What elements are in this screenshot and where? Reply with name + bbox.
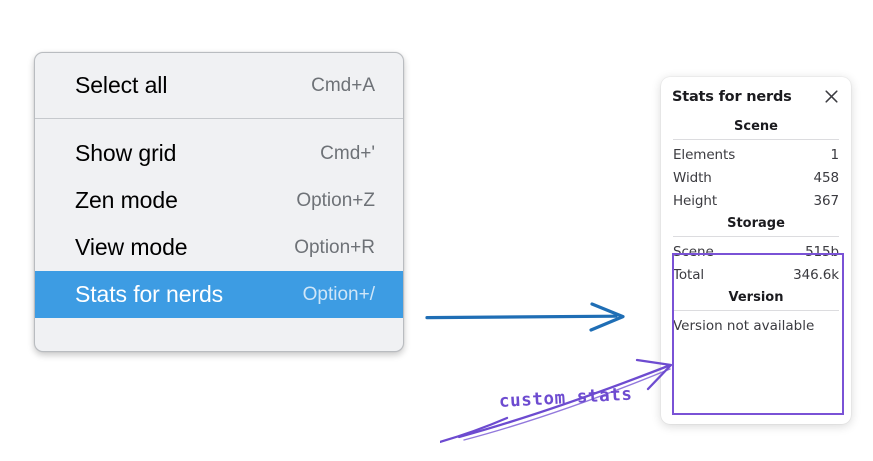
menu-item-label: Zen mode	[75, 187, 178, 213]
stats-panel-header: Stats for nerds	[672, 88, 840, 105]
blue-connector-arrow	[425, 302, 625, 332]
menu-item-stats-for-nerds[interactable]: Stats for nerds Option+/	[35, 271, 403, 318]
menu-group-2: Show grid Cmd+' Zen mode Option+Z View m…	[35, 119, 403, 338]
section-rule	[673, 139, 839, 140]
stats-row-key: Width	[673, 169, 712, 186]
stats-section-version: Version Version not available	[672, 286, 840, 338]
menu-item-select-all[interactable]: Select all Cmd+A	[35, 62, 403, 109]
stats-row-key: Scene	[673, 243, 714, 260]
section-heading-storage: Storage	[727, 216, 785, 231]
menu-item-shortcut: Cmd+'	[320, 142, 375, 164]
version-value: Version not available	[673, 318, 815, 334]
section-heading-version: Version	[728, 290, 784, 305]
menu-item-view-mode[interactable]: View mode Option+R	[35, 224, 403, 271]
annotation-label-custom-stats: custom stats	[498, 384, 633, 412]
stats-row-value: 367	[813, 192, 840, 209]
stats-row-key: Total	[673, 266, 705, 283]
menu-item-label: View mode	[75, 234, 188, 260]
menu-item-shortcut: Cmd+A	[311, 74, 375, 96]
menu-item-shortcut: Option+R	[294, 236, 375, 258]
menu-item-zen-mode[interactable]: Zen mode Option+Z	[35, 177, 403, 224]
stats-row-value: 346.6k	[793, 266, 839, 283]
stats-row-value: 458	[813, 169, 840, 186]
menu-item-show-grid[interactable]: Show grid Cmd+'	[35, 130, 403, 177]
section-rule	[673, 310, 839, 311]
stats-row-storage-total: Total 346.6k	[672, 263, 840, 286]
menu-item-label: Show grid	[75, 140, 177, 166]
stats-row-width: Width 458	[672, 166, 840, 189]
menu-footer-spacer	[35, 318, 403, 338]
stats-row-value: 1	[830, 146, 840, 163]
menu-item-shortcut: Option+Z	[296, 189, 375, 211]
menu-separator	[35, 118, 403, 119]
stats-row-value: 515b	[805, 243, 839, 260]
menu-item-label: Select all	[75, 72, 168, 98]
stats-row-key: Elements	[673, 146, 736, 163]
stats-panel-title: Stats for nerds	[672, 88, 792, 105]
section-rule	[673, 236, 839, 237]
stats-row-storage-scene: Scene 515b	[672, 240, 840, 263]
context-menu: Select all Cmd+A Show grid Cmd+' Zen mod…	[34, 52, 404, 352]
stats-panel-inner: Stats for nerds Scene Elements 1 Width 4…	[661, 77, 851, 338]
section-heading-scene: Scene	[734, 119, 778, 134]
menu-item-shortcut: Option+/	[302, 283, 375, 305]
stats-section-storage: Storage Scene 515b Total 346.6k	[672, 212, 840, 286]
close-icon[interactable]	[823, 88, 840, 105]
stats-row-elements: Elements 1	[672, 143, 840, 166]
stats-for-nerds-panel: Stats for nerds Scene Elements 1 Width 4…	[661, 77, 851, 424]
stats-row-key: Height	[673, 192, 718, 209]
menu-group-1: Select all Cmd+A	[35, 53, 403, 118]
stats-row-height: Height 367	[672, 189, 840, 212]
menu-item-label: Stats for nerds	[75, 281, 224, 307]
stats-section-scene: Scene Elements 1 Width 458 Height 367	[672, 115, 840, 212]
